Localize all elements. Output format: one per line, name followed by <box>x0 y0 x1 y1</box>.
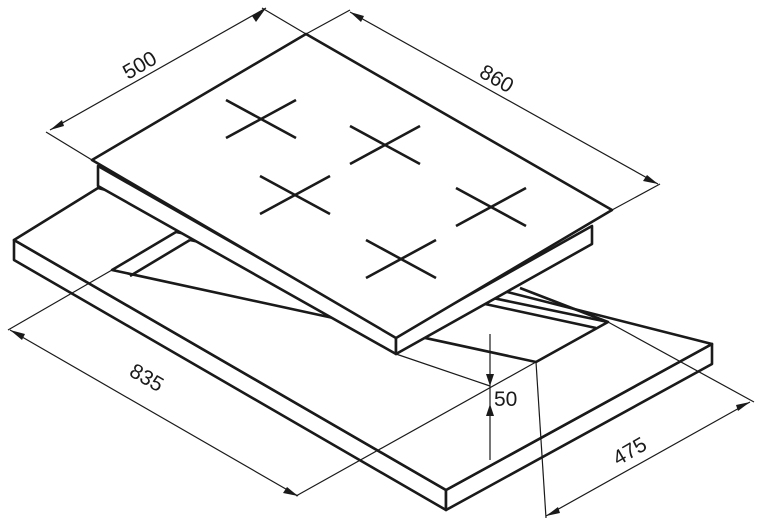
dimension-label-475: 475 <box>609 433 651 470</box>
arrow-icon <box>252 8 266 22</box>
dimension-line <box>349 11 659 185</box>
dimension-line <box>9 329 299 497</box>
arrow-icon <box>50 120 64 130</box>
ext-line <box>305 9 351 35</box>
ext-line <box>535 361 547 519</box>
ext-line <box>261 7 307 35</box>
ext-line <box>395 353 491 387</box>
arrow-icon <box>350 12 364 22</box>
dimension-label-500: 500 <box>119 47 161 84</box>
ext-line <box>7 269 113 331</box>
ext-line <box>295 361 537 497</box>
dimension-label-50: 50 <box>494 388 517 411</box>
burner-2-icon <box>349 124 421 166</box>
ext-line <box>45 131 93 161</box>
arrow-icon <box>486 404 494 416</box>
burner-5-icon <box>365 238 437 280</box>
arrow-icon <box>736 402 750 411</box>
arrow-icon <box>546 507 560 516</box>
cutout-inner-wall-left <box>129 238 191 278</box>
dimension-50: 50 <box>395 334 517 460</box>
hob-right-wall <box>394 224 594 356</box>
dimension-label-860: 860 <box>476 60 518 97</box>
burner-1-icon <box>225 98 297 140</box>
dimension-line <box>49 7 267 131</box>
burner-3-icon <box>259 174 331 216</box>
cutout-inner-wall-right <box>519 286 609 324</box>
dimension-label-835: 835 <box>126 359 168 396</box>
ext-line <box>607 321 755 403</box>
arrow-icon <box>643 175 658 184</box>
arrow-icon <box>10 330 25 340</box>
ext-line <box>611 183 661 211</box>
dimension-line <box>545 401 751 517</box>
burner-4-icon <box>455 186 527 228</box>
burners <box>225 98 527 280</box>
arrow-icon <box>486 374 494 386</box>
arrow-icon <box>283 487 298 496</box>
